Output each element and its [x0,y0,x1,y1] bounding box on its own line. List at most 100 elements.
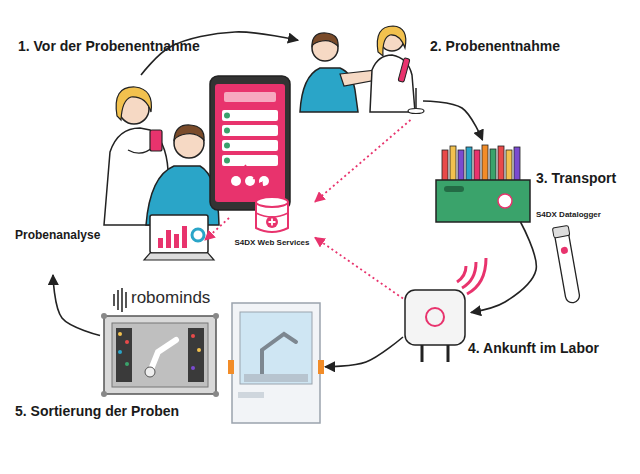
side-marker [318,360,324,374]
robot-arm [150,340,176,372]
stage-node: 1. Vor der Probenentnahme [95,75,295,165]
logo-tag [498,194,512,208]
crate-box [436,180,530,222]
robot-arm [262,334,296,378]
stage-heading: Probenanalyse [15,229,100,243]
chart-bar [174,234,179,248]
tray-floor [112,323,208,387]
stage-node: 2. Probenentnahme [298,25,423,120]
receiver-logo [426,308,444,326]
stage-node: 3. Transport [435,140,530,222]
screen-button [245,176,255,186]
receiver-box [405,290,465,345]
form-row [222,125,278,136]
chart-bar [182,226,187,248]
cabinet-body [232,303,320,423]
doctor-hair [377,26,405,56]
signal-wave [457,266,466,282]
plus-sign [269,219,276,226]
logger-body [554,228,581,304]
robot-tray [101,313,219,397]
laptop-base [144,253,214,260]
screen-header [224,92,276,102]
tablet-frame [210,76,290,210]
frame-bolt [101,391,107,397]
device-label: S4DX Datalogger [536,210,601,219]
crate-handle [444,186,464,192]
check-dot [224,113,230,119]
data-link [245,165,263,192]
stage-node: Probenanalyse [15,205,205,275]
database-top [256,197,288,207]
datalogger-tube [552,225,581,304]
stage-heading: 4. Ankunft im Labor [468,340,599,356]
frame-bolt [213,391,219,397]
chart-donut [192,229,204,241]
tablet [210,76,290,210]
flow-arrow [141,32,298,75]
form-row [222,140,278,151]
tube-cap [125,340,129,344]
logger-cap [552,225,569,238]
sample-crate [436,145,530,222]
data-link [315,120,411,202]
rack-right [188,328,204,382]
flow-arrow [423,101,483,140]
stage-heading: 3. Transport [536,170,616,186]
patient-hair [312,33,338,46]
frame-bolt [101,313,107,319]
cable [447,345,450,362]
chart-bar [166,230,171,248]
signal-wave [462,262,476,288]
plus-badge [266,216,278,228]
frame-bolt [213,313,219,319]
patient-hair [174,125,204,140]
cabinet-window [240,312,312,384]
signal-wave [467,258,486,294]
flow-arrow [53,275,100,336]
stage-node: 5. Sortierung der Proben [100,298,325,423]
tablet-screen [215,84,285,202]
smartphone [150,130,162,151]
work-table [244,374,308,382]
logo-bar [117,290,119,310]
data-link [315,238,403,299]
stage-heading: 1. Vor der Probenentnahme [18,38,200,54]
service-node: S4DX Web Services [229,192,315,257]
tube-stand [415,88,417,110]
flow-arrow [471,222,536,313]
side-marker [228,360,234,374]
front-plate [238,392,264,398]
robominds-logo-mark [114,288,126,312]
tube-cap [118,350,122,354]
tube-cap [191,334,195,338]
rack-left [116,328,132,382]
tray-frame [104,316,216,394]
flow-arrow [325,337,403,367]
tube-cap [118,332,122,336]
stage-heading: 2. Probenentnahme [430,38,560,54]
logger-logo [560,246,568,254]
tube-cap [191,366,195,370]
doctor-figure [370,26,424,114]
check-dot [224,143,230,149]
check-dot [224,158,230,164]
screen-button [231,176,241,186]
stand-base [408,109,424,114]
logo-bar [121,288,123,312]
logo-bar [113,294,115,306]
laptop-screen [150,215,208,253]
service-label: S4DX Web Services [229,238,315,247]
sorting-cabinet [228,303,324,423]
doctor-hair [116,87,151,120]
patient-figure [146,125,219,225]
stage-node: 4. Ankunft im Labor [403,288,471,358]
cable [421,345,424,362]
tube-cap [197,348,201,352]
screen-button [259,176,269,186]
tube-cap [125,362,129,366]
lab-coat [370,55,415,112]
